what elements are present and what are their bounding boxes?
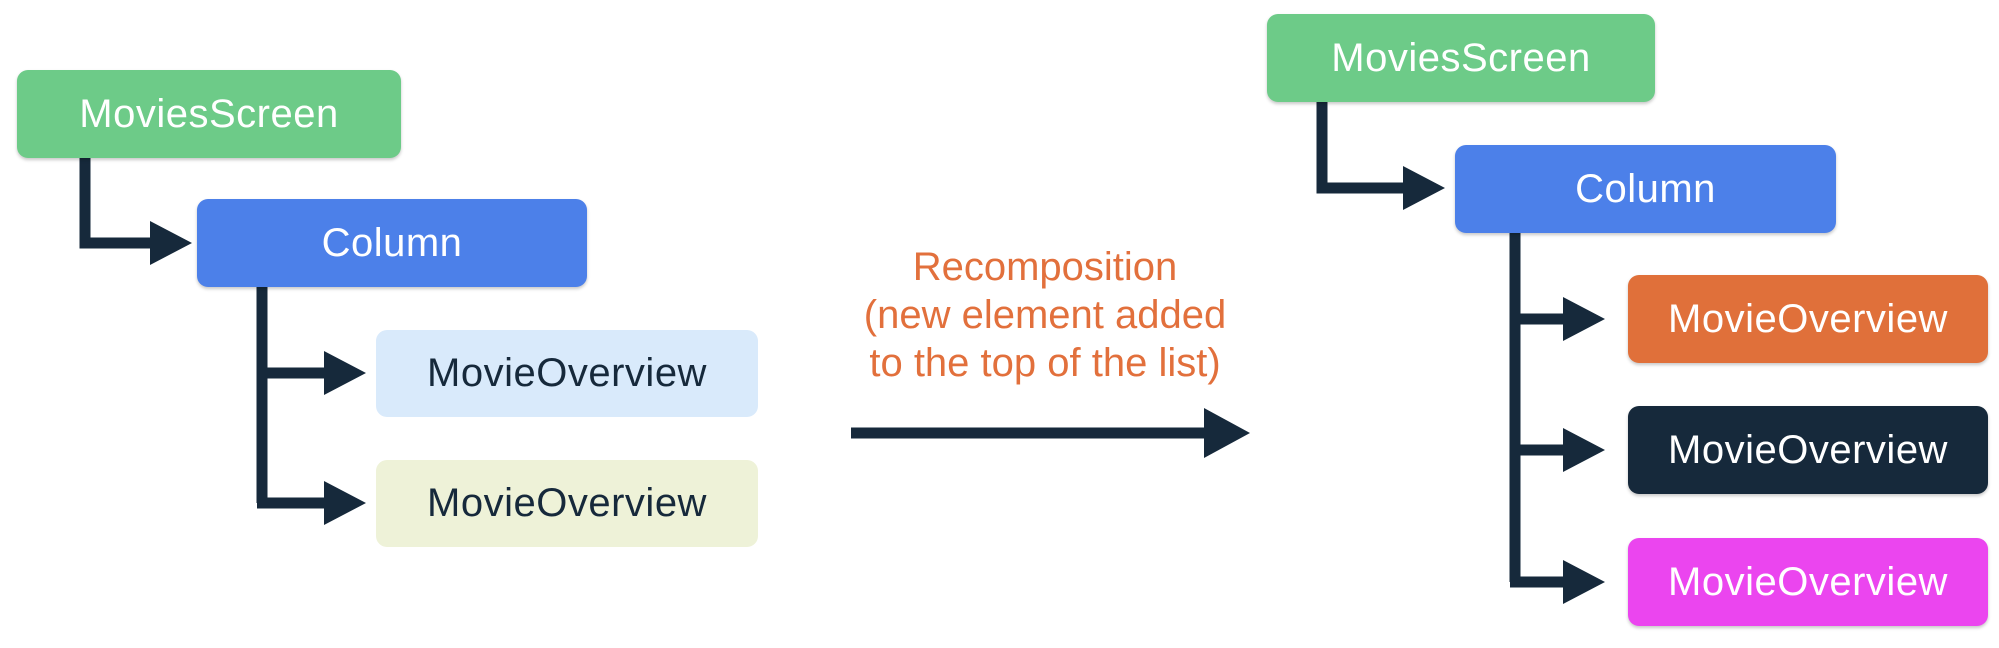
arrowhead-icon xyxy=(150,221,192,265)
node-right-column: Column xyxy=(1455,145,1836,233)
node-label: MovieOverview xyxy=(1668,296,1948,341)
node-label: MovieOverview xyxy=(427,481,707,525)
arrowhead-icon xyxy=(1563,428,1605,472)
arrowhead-icon xyxy=(324,481,366,525)
node-right-movie-overview-1: MovieOverview xyxy=(1628,275,1988,363)
node-right-movie-overview-3: MovieOverview xyxy=(1628,538,1988,626)
node-label: Column xyxy=(1575,166,1716,211)
node-label: MovieOverview xyxy=(1668,559,1948,604)
connector-right-moviesscreen-to-column xyxy=(1316,102,1445,210)
connector-right-column-to-children xyxy=(1509,233,1605,604)
node-left-moviesscreen: MoviesScreen xyxy=(17,70,401,158)
node-label: MovieOverview xyxy=(427,351,707,395)
arrowhead-icon xyxy=(1403,166,1445,210)
caption-line-2: (new element added xyxy=(863,293,1227,337)
node-left-column: Column xyxy=(197,199,587,287)
arrowhead-icon xyxy=(1563,297,1605,341)
recomposition-caption: Recomposition (new element added to the … xyxy=(820,243,1270,387)
caption-line-1: Recomposition xyxy=(912,245,1178,289)
node-label: MoviesScreen xyxy=(1331,35,1591,80)
arrowhead-icon xyxy=(1204,408,1250,458)
node-label: Column xyxy=(321,220,463,265)
arrowhead-icon xyxy=(324,351,366,395)
recomposition-arrow-icon xyxy=(851,408,1250,458)
arrowhead-icon xyxy=(1563,560,1605,604)
node-label: MoviesScreen xyxy=(79,91,339,136)
caption-line-3: to the top of the list) xyxy=(869,341,1221,385)
node-right-moviesscreen: MoviesScreen xyxy=(1267,14,1655,102)
node-left-movie-overview-2: MovieOverview xyxy=(376,460,758,547)
node-left-movie-overview-1: MovieOverview xyxy=(376,330,758,417)
connector-left-column-to-children xyxy=(256,287,366,525)
connector-left-moviesscreen-to-column xyxy=(79,158,192,265)
node-label: MovieOverview xyxy=(1668,427,1948,472)
node-right-movie-overview-2: MovieOverview xyxy=(1628,406,1988,494)
